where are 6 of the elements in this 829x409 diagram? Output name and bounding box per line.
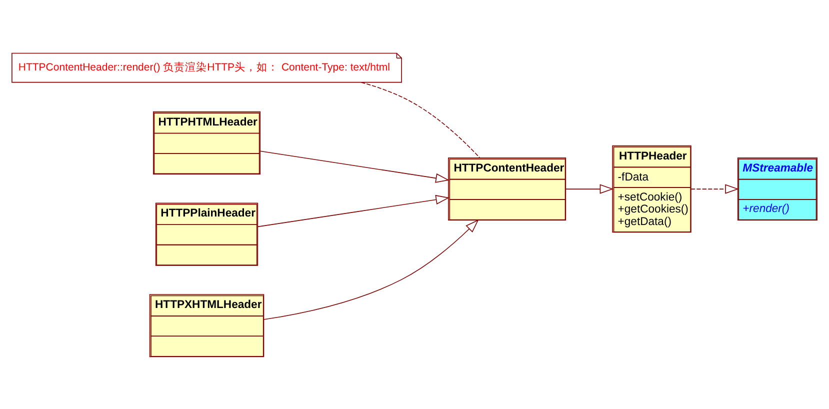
arrow	[257, 194, 450, 227]
connector	[360, 81, 480, 158]
arrow	[690, 184, 739, 194]
arrow	[565, 184, 614, 194]
arrow	[260, 150, 450, 182]
arrow	[263, 218, 479, 320]
